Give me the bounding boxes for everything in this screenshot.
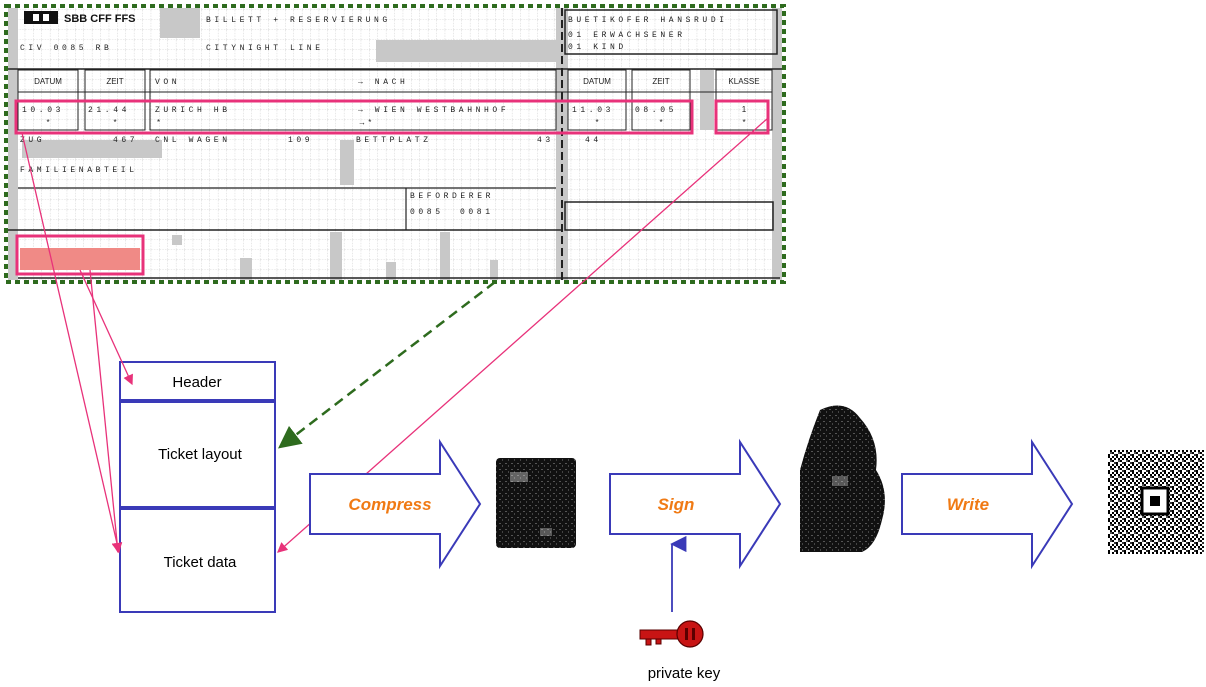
private-key-icon [639,620,704,648]
star-1: * [46,118,49,127]
to-station: → WIEN WESTBAHNHOF [358,106,509,115]
write-arrow [901,438,1074,570]
journey-connector [21,132,123,554]
ticket-code: CIV 0085 RB [20,44,112,53]
col-zeit-arrival: ZEIT [652,77,669,86]
class-value: 1 [742,105,747,114]
carrier-label: BEFORDERER [410,192,494,201]
star-3: * [157,118,160,127]
layout-connector [278,281,496,449]
to-star: → * [358,118,371,127]
carrier-1: 0085 [410,208,444,217]
ticket-dashed-border [4,4,786,284]
write-label: Write [947,495,989,514]
compress-label: Compress [348,495,431,514]
col-datum: DATUM [34,77,62,86]
header-connector [79,269,133,386]
bett-label: BETTPLATZ [356,136,432,145]
star-2: * [113,118,116,127]
departure-time: 21.44 [88,106,130,115]
highlight-class [714,99,770,135]
wagen-number: 109 [288,136,313,145]
header-box-label: Header [172,374,221,391]
logo-text: SBB CFF FFS [64,13,136,25]
sbb-logo: SBB CFF FFS [24,11,136,25]
compressed-blob [496,458,576,548]
passenger-name: BUETIKOFER HANSRUDI [568,16,728,25]
ticket-data-box-label: Ticket data [164,554,237,571]
carrier-2: 0081 [460,208,494,217]
col-zeit: ZEIT [106,77,123,86]
zug-number: 467 [113,136,138,145]
passenger-adults: 01 ERWACHSENER [568,31,686,40]
from-station: ZURICH HB [155,106,231,115]
departure-date: 10.03 [22,106,64,115]
highlight-header-area [15,234,145,276]
header-area-fill [20,248,140,270]
star-6: * [742,118,745,127]
bett-1: 43 [537,136,554,145]
highlight-journey [14,99,694,135]
col-klasse: KLASSE [728,77,759,86]
passenger-children: 01 KIND [568,43,627,52]
ticket-frame [8,8,782,280]
zug-label: ZUG [20,136,45,145]
train-name: CITYNIGHT LINE [206,44,324,53]
abteil: FAMILIENABTEIL [20,166,138,175]
highlights [14,99,770,276]
ticket-title: BILLETT + RESERVIERUNG [206,16,391,25]
col-nach: → NACH [358,78,408,87]
ticket-data-box [119,508,276,613]
data-structure: Header Ticket layout Ticket data [119,361,276,613]
compress-arrow [309,438,482,570]
barcode [1108,450,1204,554]
sign-arrow [609,438,782,570]
arrival-time: 08.05 [635,106,677,115]
private-key-label: private key [648,665,721,682]
ticket-layout: SBB CFF FFS BILLETT + RESERVIERUNG BUETI… [4,4,786,284]
col-von: VON [155,78,180,87]
bett-2: 44 [585,136,602,145]
star-5: * [659,118,662,127]
ticket-layout-box-label: Ticket layout [158,446,242,463]
star-4: * [595,118,598,127]
signed-blob [800,405,885,552]
arrival-date: 11.03 [572,106,614,115]
col-datum-arrival: DATUM [583,77,611,86]
sign-label: Sign [658,495,695,514]
wagen-label: CNL WAGEN [155,136,231,145]
pipeline: Compress Sign Write private [309,405,1204,682]
ticket-layout-box [119,401,276,508]
header-box [119,361,276,401]
header-data-connector [89,269,123,554]
